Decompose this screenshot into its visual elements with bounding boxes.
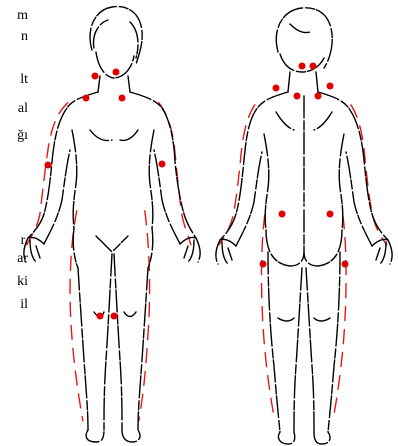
tender-point-back-trapezius-right [327, 83, 334, 90]
tender-point-front-knee-right [111, 313, 118, 320]
back-body-figure [216, 8, 392, 444]
tender-point-front-elbow-right [159, 161, 166, 168]
tender-points [45, 63, 349, 320]
tender-point-back-trochanter-left [260, 261, 267, 268]
tender-point-front-neck-right [113, 69, 120, 76]
tender-point-front-chest-left [83, 95, 90, 102]
tender-point-back-supraspinatus-left [294, 93, 301, 100]
tender-point-front-chest-right [119, 95, 126, 102]
tender-point-back-trapezius-left [273, 85, 280, 92]
tender-point-back-supraspinatus-right [315, 93, 322, 100]
tender-point-back-occiput-left [299, 63, 306, 70]
tender-point-front-knee-left [97, 313, 104, 320]
tender-point-back-gluteal-right [327, 211, 334, 218]
front-body-figure [24, 7, 200, 442]
tender-point-front-elbow-left [45, 162, 52, 169]
tender-point-back-gluteal-left [279, 211, 286, 218]
tender-point-back-trochanter-right [342, 261, 349, 268]
tender-point-back-occiput-right [310, 63, 317, 70]
tender-point-front-neck-left [92, 73, 99, 80]
